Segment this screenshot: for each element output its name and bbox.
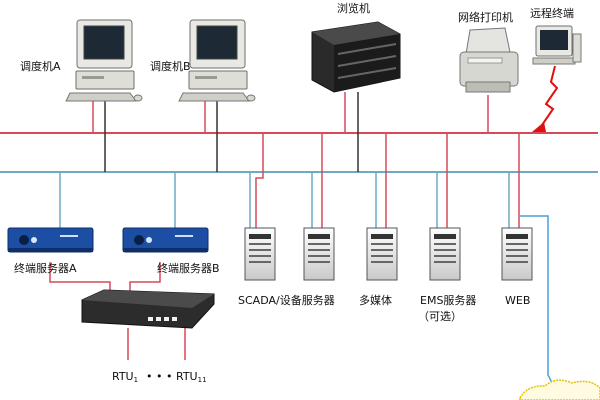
tower-server-icon	[501, 227, 533, 281]
workstation-drops	[92, 92, 489, 172]
label-web: WEB	[505, 294, 531, 307]
rtu-first-sub: 1	[133, 376, 139, 384]
label-browser: 浏览机	[337, 2, 370, 15]
label-dispatcher-b: 调度机B	[150, 60, 191, 73]
server-drops	[249, 133, 520, 228]
printer-icon	[459, 27, 519, 93]
remote-link-arrow	[532, 122, 546, 132]
rack-server-icon	[311, 21, 401, 93]
label-terminal-server-b: 终端服务器B	[157, 262, 220, 275]
label-rtu-ellipsis: • • •	[146, 370, 173, 383]
label-multimedia: 多媒体	[359, 294, 392, 307]
label-terminal-server-a: 终端服务器A	[14, 262, 77, 275]
terminal-server-drops	[59, 172, 176, 228]
computer-icon	[65, 19, 143, 102]
cloud-icon	[519, 379, 600, 400]
terminal-server-device	[122, 227, 209, 253]
rtu-last-sub: 11	[197, 376, 207, 384]
tower-server-icon	[429, 227, 461, 281]
computer-icon	[532, 25, 582, 65]
label-rtu-first: RTU1	[112, 370, 138, 387]
label-network-printer: 网络打印机	[458, 11, 513, 24]
label-rtu-last: RTU11	[176, 370, 207, 387]
tower-server-icon	[244, 227, 276, 281]
terminal-server-device	[7, 227, 94, 253]
label-ems-server: EMS服务器	[420, 294, 477, 307]
tower-server-icon	[303, 227, 335, 281]
switch-device	[81, 289, 215, 329]
remote-link-bolt	[539, 65, 559, 129]
rtu-prefix-1: RTU	[112, 370, 134, 383]
label-dispatcher-a: 调度机A	[20, 60, 61, 73]
rtu-prefix-11: RTU	[176, 370, 198, 383]
label-remote-terminal: 远程终端	[530, 7, 574, 20]
label-scada-server: SCADA/设备服务器	[238, 294, 335, 307]
label-ems-optional: （可选）	[418, 310, 462, 323]
tower-server-icon	[366, 227, 398, 281]
computer-icon	[178, 19, 256, 102]
